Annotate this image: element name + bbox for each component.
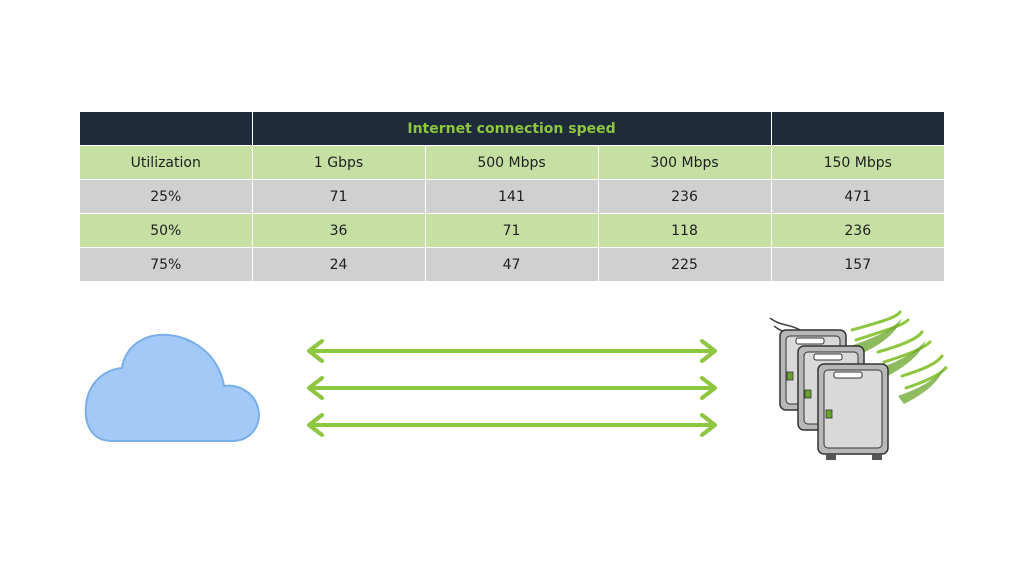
table-cell: 47 [425,247,599,282]
table-title-row: Internet connection speed [80,112,945,146]
table-cell: 157 [771,247,945,282]
table-cell: 75% [80,247,253,282]
column-header: 500 Mbps [425,145,599,180]
table-cell: 24 [252,247,426,282]
arrow-bidirectional-1 [307,339,717,363]
table-row: 25% 71 141 236 471 [80,179,945,214]
arrow-bidirectional-2 [307,376,717,400]
server-unit [797,345,865,431]
column-header: Utilization [80,145,253,180]
server-stack-icon [769,310,948,460]
table-cell: 71 [252,179,426,214]
arrow-bidirectional-3 [307,413,717,437]
table-title-blank-right [771,112,945,146]
table-header-row: Utilization 1 Gbps 500 Mbps 300 Mbps 150… [80,145,945,180]
table-row: 75% 24 47 225 157 [80,247,945,282]
table-cell: 36 [252,213,426,248]
table-title-blank-left [80,112,253,146]
speed-table: Internet connection speed Utilization 1 … [80,112,945,282]
column-header: 1 Gbps [252,145,426,180]
server-unit [817,363,889,460]
table-cell: 118 [598,213,772,248]
table-cell: 50% [80,213,253,248]
cloud-icon [84,333,260,442]
column-header: 300 Mbps [598,145,772,180]
table-cell: 141 [425,179,599,214]
table-cell: 71 [425,213,599,248]
column-header: 150 Mbps [771,145,945,180]
table-cell: 25% [80,179,253,214]
table-cell: 225 [598,247,772,282]
table-cell: 236 [771,213,945,248]
table-cell: 471 [771,179,945,214]
table-cell: 236 [598,179,772,214]
table-row: 50% 36 71 118 236 [80,213,945,248]
table-title: Internet connection speed [252,112,772,146]
server-unit [779,329,847,411]
